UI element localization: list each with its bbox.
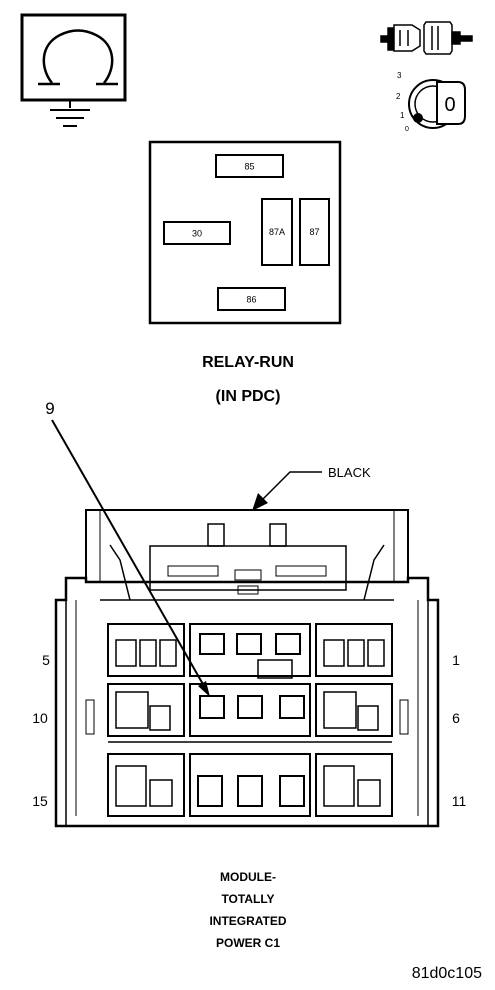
pin-label-11: 11 [452,793,467,809]
ignition-position-2: 2 [396,92,401,101]
connector-plug-icon [380,21,473,55]
ignition-position-3: 3 [397,71,402,80]
relay-pin-87: 87 [309,227,319,237]
connector-title-line-4: POWER C1 [216,936,280,950]
ignition-switch-icon: 3 2 1 0 0 [396,71,466,133]
ignition-position-1: 1 [400,111,405,120]
pin-label-6: 6 [452,710,460,726]
color-callout-line [261,471,322,501]
ignition-position-0: 0 [405,126,409,133]
relay-subtitle: (IN PDC) [216,388,281,405]
connector-title-line-2: TOTALLY [221,892,274,906]
relay-pin-30: 30 [192,229,202,239]
callout-line-9 [51,419,205,687]
connector-cavities [107,623,393,817]
relay-title: RELAY-RUN [202,354,294,371]
connector-body [54,509,440,828]
connector-title-line-3: INTEGRATED [209,914,286,928]
figure-id: 81d0c105 [412,965,482,982]
color-callout-arrow [252,493,268,511]
relay-pin-87a: 87A [269,227,285,237]
pin-label-5: 5 [42,652,50,668]
connector-title-line-1: MODULE- [220,870,276,884]
relay-pin-86: 86 [246,295,256,305]
callout-pin-9: 9 [45,399,54,418]
ground-ohm-icon [20,13,127,127]
ignition-key-label: 0 [444,94,455,116]
connector-color-label: BLACK [328,465,371,480]
pin-label-1: 1 [452,652,460,668]
pin-label-15: 15 [32,793,48,809]
pin-label-10: 10 [32,710,48,726]
relay-pin-85: 85 [244,162,254,172]
relay-diagram: 85 30 87A 87 86 [148,140,342,325]
